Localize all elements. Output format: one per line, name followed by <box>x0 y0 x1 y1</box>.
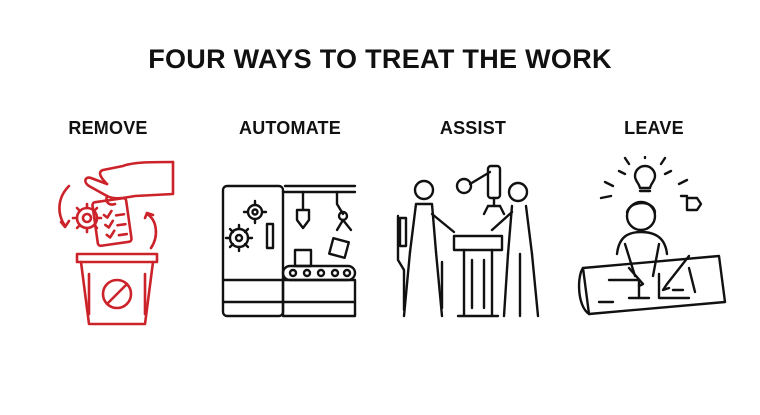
leave-label: LEAVE <box>624 118 684 138</box>
remove-label: REMOVE <box>68 118 148 138</box>
page-title: FOUR WAYS TO TREAT THE WORK <box>148 44 612 74</box>
leave-icon <box>569 156 739 331</box>
automate-label: AUTOMATE <box>239 118 341 138</box>
remove-column: REMOVE <box>23 118 193 338</box>
assist-icon <box>388 156 558 331</box>
automate-column: AUTOMATE <box>205 118 375 338</box>
leave-column: LEAVE <box>569 118 739 338</box>
assist-column: ASSIST <box>388 118 558 338</box>
remove-icon <box>23 156 193 331</box>
automate-icon <box>205 156 375 331</box>
assist-label: ASSIST <box>439 118 507 138</box>
